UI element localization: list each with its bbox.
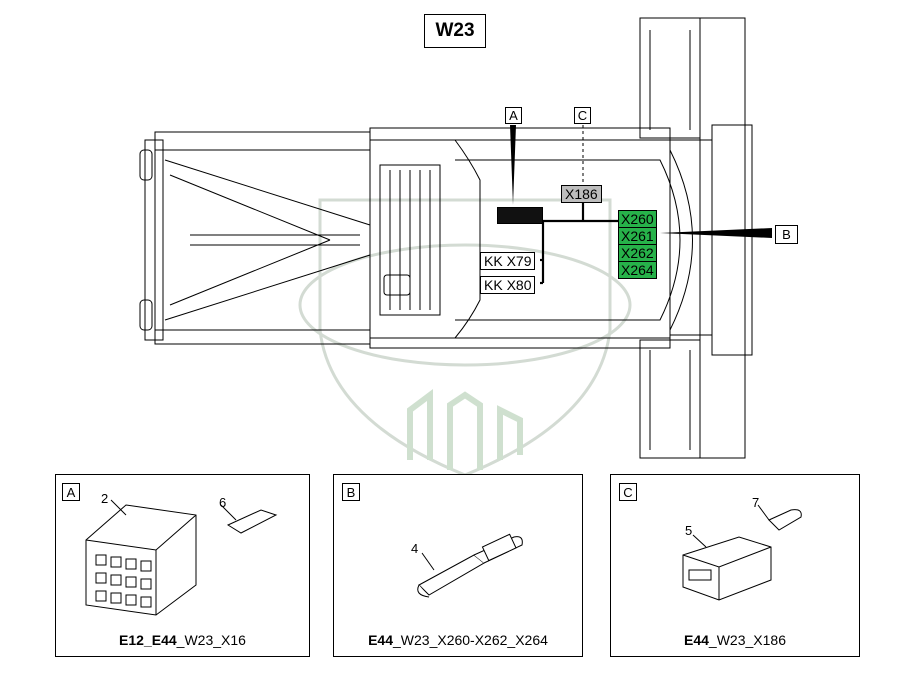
connector-x262: X262 xyxy=(618,244,657,262)
panel-tag-b: B xyxy=(342,483,360,501)
detail-panel-c: C 7 5 E44_W23_X186 xyxy=(610,474,860,657)
callout-c: C xyxy=(574,107,591,124)
detail-panel-a: A 2 6 E12_E44_W23_X16 xyxy=(55,474,310,657)
part-number-4: 4 xyxy=(411,541,419,556)
detail-panel-b: B 4 E44_W23_X260-X262_X264 xyxy=(333,474,583,657)
connector-x16 xyxy=(497,207,543,224)
connector-x186: X186 xyxy=(561,185,602,203)
part-number-2: 2 xyxy=(101,491,109,506)
connector-c-drawing xyxy=(682,504,802,601)
flat-terminal-drawing xyxy=(417,533,523,598)
part-number-6: 6 xyxy=(219,495,227,510)
wiring xyxy=(540,200,620,285)
frame-outline xyxy=(139,17,753,459)
part-number-7: 7 xyxy=(752,495,760,510)
part-number-5: 5 xyxy=(685,523,693,538)
callout-b: B xyxy=(775,225,798,244)
connector-x261: X261 xyxy=(618,227,657,245)
connector-housing-drawing xyxy=(85,499,278,616)
connector-x260: X260 xyxy=(618,210,657,228)
connector-kk-x80: KK X80 xyxy=(480,276,536,294)
connector-kk-x79: KK X79 xyxy=(480,252,536,270)
callout-a: A xyxy=(505,107,522,124)
panel-caption-a: E12_E44_W23_X16 xyxy=(119,632,246,648)
diagram-title: W23 xyxy=(424,14,486,48)
panel-tag-c: C xyxy=(619,483,637,501)
panel-caption-c: E44_W23_X186 xyxy=(684,632,786,648)
panel-tag-a: A xyxy=(62,483,80,501)
leader-lines xyxy=(510,125,772,238)
panel-caption-b: E44_W23_X260-X262_X264 xyxy=(368,632,548,648)
connector-x264: X264 xyxy=(618,261,657,279)
